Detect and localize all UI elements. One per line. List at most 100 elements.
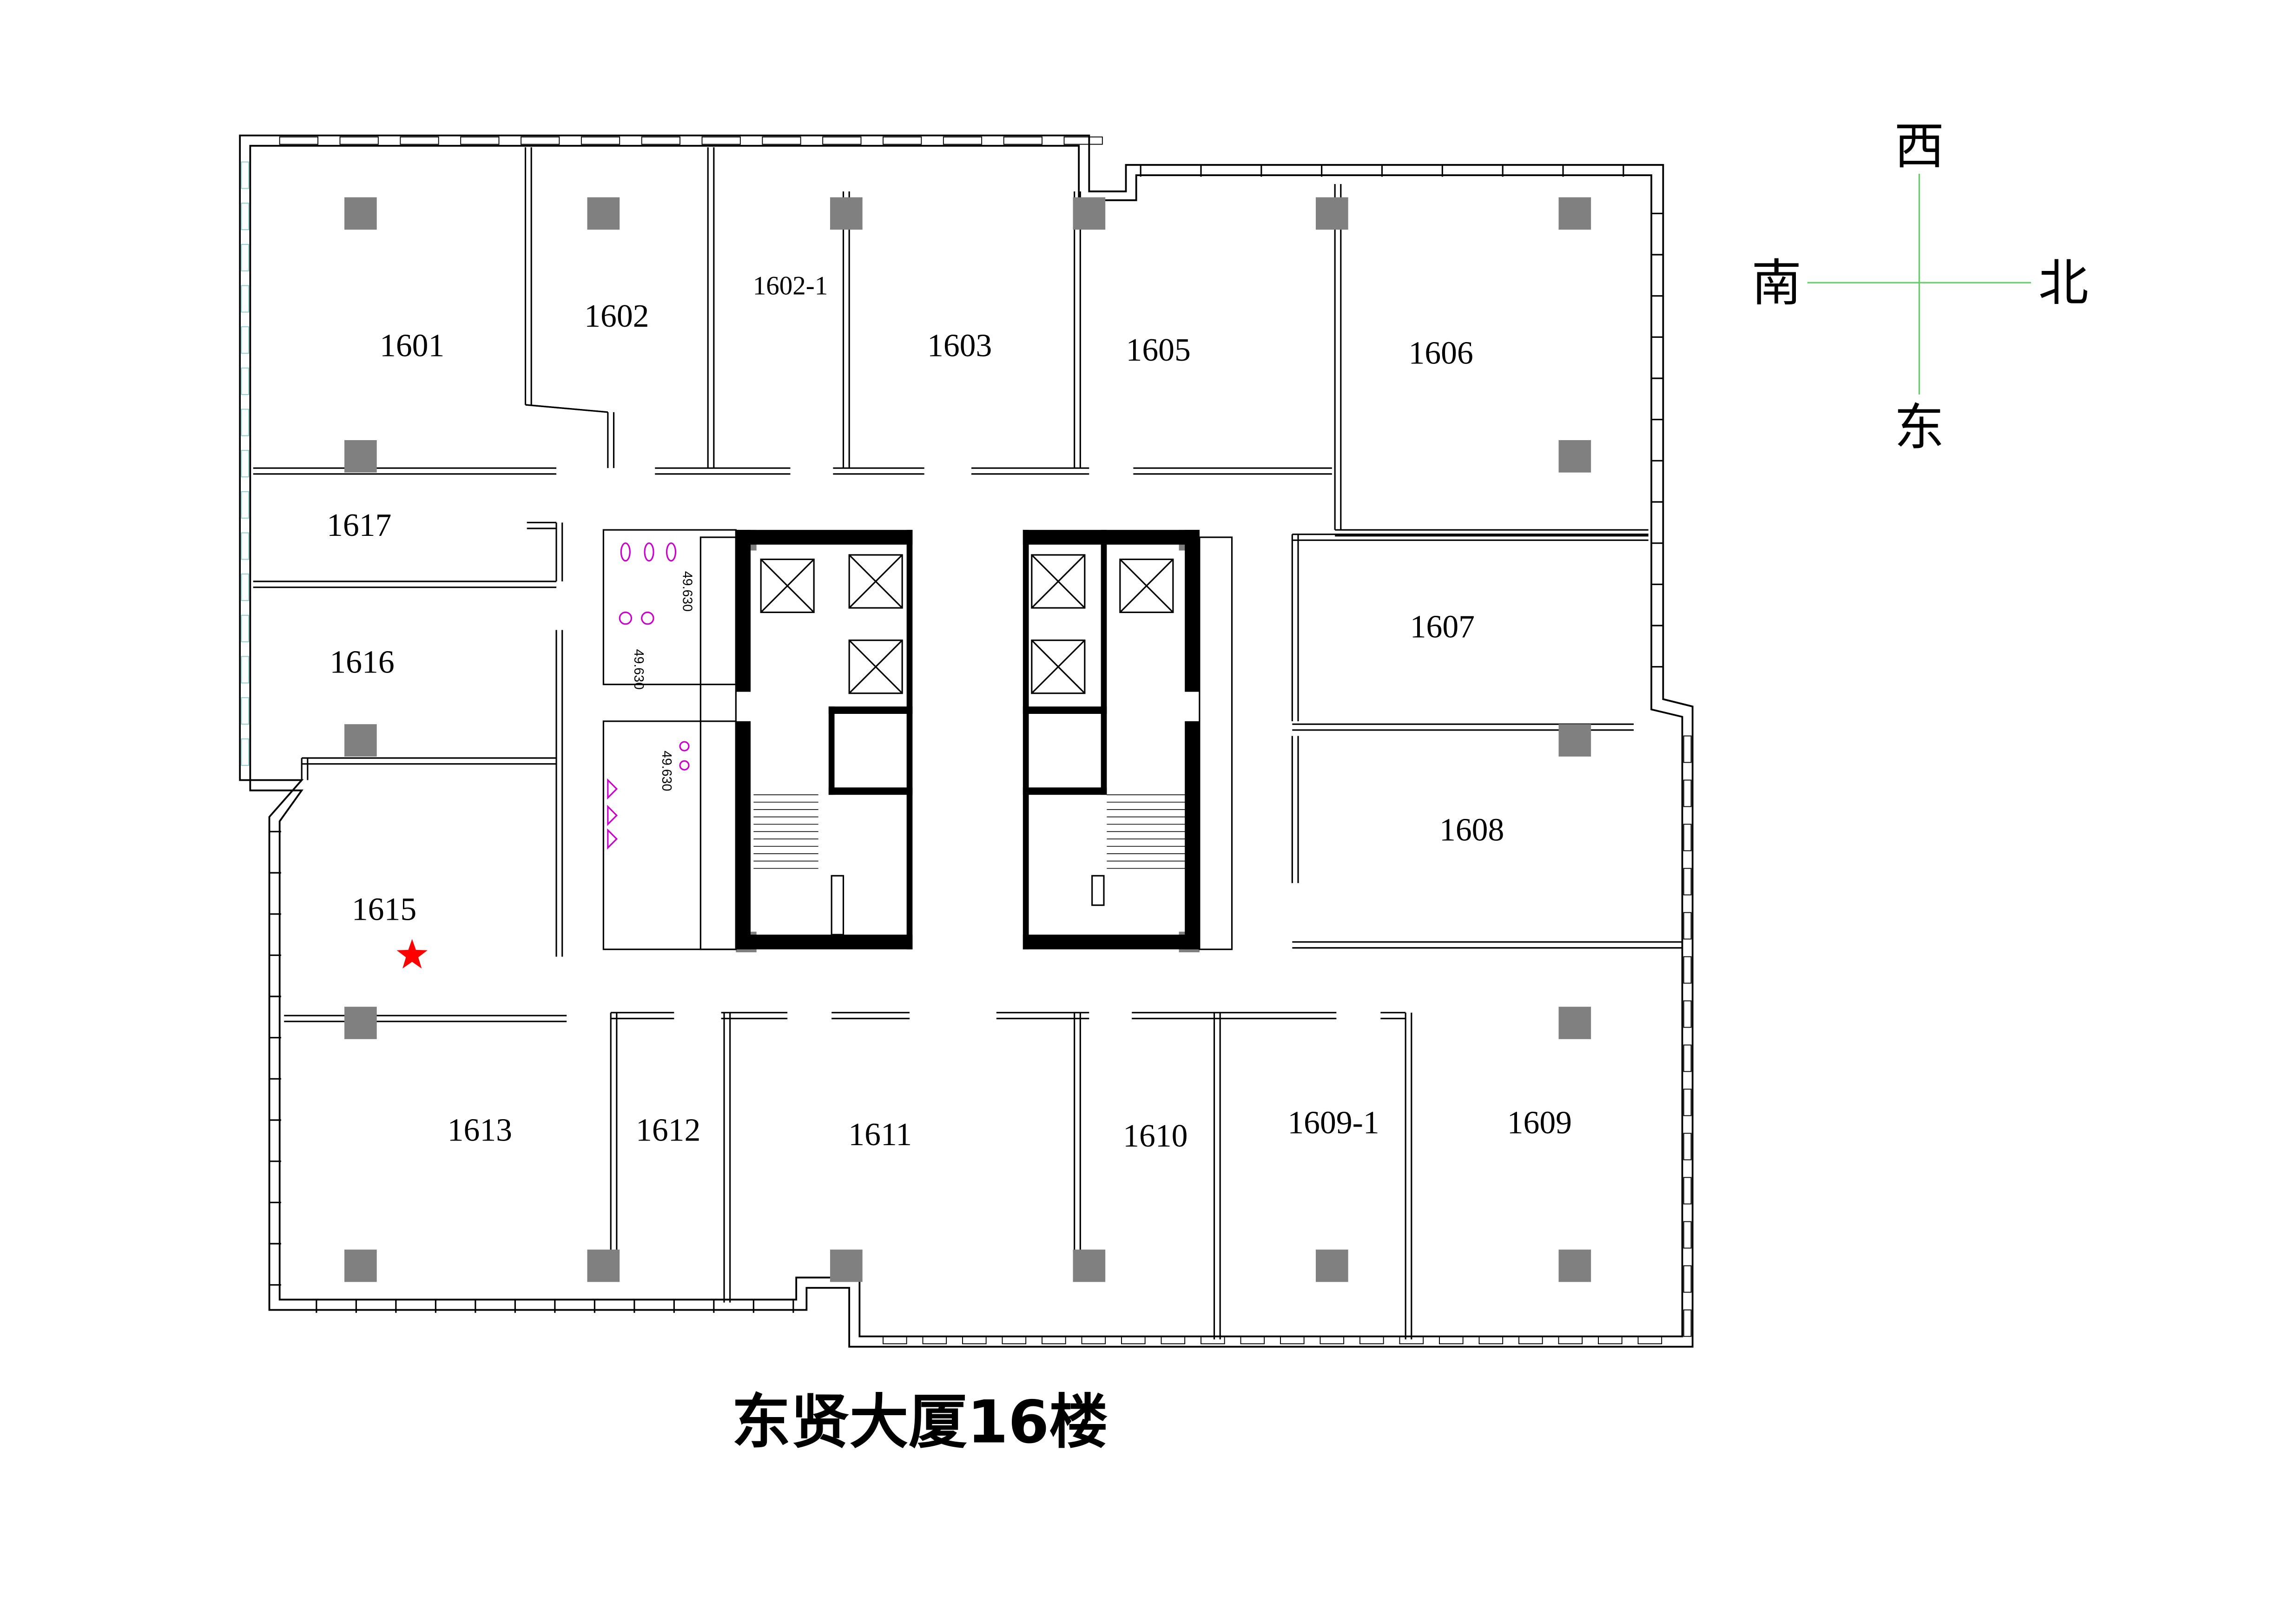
- window: [241, 326, 250, 354]
- window: [1683, 1177, 1692, 1205]
- window: [822, 136, 862, 145]
- window: [1558, 1336, 1583, 1345]
- window: [1478, 1336, 1504, 1345]
- room-label: 1616: [330, 644, 394, 680]
- window: [1683, 1088, 1692, 1116]
- window: [1201, 1336, 1225, 1345]
- core-right: [1023, 530, 1233, 950]
- column: [344, 197, 377, 230]
- column: [1316, 1249, 1348, 1282]
- column: [1073, 197, 1106, 230]
- window: [1683, 1044, 1692, 1072]
- window: [1518, 1336, 1543, 1345]
- window: [1683, 1309, 1692, 1337]
- window: [1320, 1336, 1345, 1345]
- window: [1683, 1000, 1692, 1028]
- window: [1683, 1133, 1692, 1160]
- window: [1161, 1336, 1186, 1345]
- window: [241, 532, 250, 560]
- column: [587, 197, 620, 230]
- window: [701, 136, 741, 145]
- partition-wall: [525, 404, 608, 413]
- window: [883, 136, 922, 145]
- room-label: 1601: [380, 328, 444, 364]
- window: [1002, 1336, 1027, 1345]
- window: [241, 574, 250, 601]
- page-title: 东贤大厦16楼: [732, 1388, 1108, 1457]
- room-label: 1609: [1507, 1105, 1572, 1141]
- room-label: 1603: [927, 328, 992, 364]
- column: [1316, 197, 1348, 230]
- window: [1683, 735, 1692, 763]
- window: [1683, 824, 1692, 851]
- room-label: 1602: [584, 298, 649, 334]
- window: [1240, 1336, 1265, 1345]
- window: [241, 738, 250, 766]
- room-label: 1615: [352, 891, 416, 927]
- window: [241, 285, 250, 313]
- window: [400, 136, 439, 145]
- window: [1121, 1336, 1146, 1345]
- window: [460, 136, 500, 145]
- window: [241, 203, 250, 231]
- window: [1359, 1336, 1384, 1345]
- window: [762, 136, 801, 145]
- column: [1073, 1249, 1106, 1282]
- partition-walls: [253, 147, 1682, 1339]
- elevation-label: 49.630: [631, 649, 646, 690]
- window: [1081, 1336, 1106, 1345]
- elevation-label: 49.630: [680, 571, 694, 612]
- window: [962, 1336, 987, 1345]
- window: [241, 656, 250, 684]
- window: [1063, 136, 1103, 145]
- window: [1637, 1336, 1663, 1345]
- column: [1558, 440, 1591, 473]
- column: [344, 440, 377, 473]
- room-label: 1608: [1439, 812, 1504, 848]
- compass: 西 南 北 东: [1751, 118, 2088, 457]
- stairs-left: [753, 794, 818, 869]
- compass-east-label: 东: [1894, 399, 1945, 457]
- window: [922, 1336, 947, 1345]
- window: [241, 491, 250, 519]
- core-left: 49.630 49.630 49.630: [602, 529, 913, 950]
- toilet-fixtures: [607, 542, 690, 850]
- column: [830, 197, 863, 230]
- window: [1439, 1336, 1464, 1345]
- window: [883, 1336, 907, 1345]
- window: [943, 136, 983, 145]
- window: [339, 136, 379, 145]
- window: [241, 450, 250, 478]
- window: [241, 367, 250, 395]
- exterior-walls: [239, 134, 1694, 1348]
- room-label: 1607: [1410, 609, 1475, 645]
- window: [1042, 1336, 1066, 1345]
- room-label: 1611: [848, 1117, 912, 1153]
- window: [241, 244, 250, 271]
- elevation-label: 49.630: [659, 751, 674, 791]
- room-label: 1609-1: [1287, 1105, 1379, 1141]
- window: [241, 614, 250, 642]
- window: [241, 161, 250, 189]
- window: [1280, 1336, 1305, 1345]
- windows: [241, 136, 1692, 1345]
- window: [641, 136, 680, 145]
- room-label: 1602-1: [753, 271, 828, 301]
- location-star-marker: [396, 939, 428, 969]
- window: [1598, 1336, 1623, 1345]
- room-label: 1617: [327, 508, 391, 543]
- compass-west-label: 西: [1894, 118, 1945, 176]
- window: [279, 136, 318, 145]
- room-label: 1606: [1409, 335, 1473, 371]
- column: [344, 1007, 377, 1039]
- compass-north-label: 北: [2039, 254, 2089, 312]
- column: [1558, 1249, 1591, 1282]
- column: [830, 1249, 863, 1282]
- window: [581, 136, 620, 145]
- room-label: 1605: [1126, 332, 1191, 368]
- window: [1683, 779, 1692, 807]
- column: [1558, 1007, 1591, 1039]
- room-labels: 1601 1602 1602-1 1603 1605 1606 1617 1616 1615 16…: [327, 271, 1572, 1154]
- column: [344, 724, 377, 757]
